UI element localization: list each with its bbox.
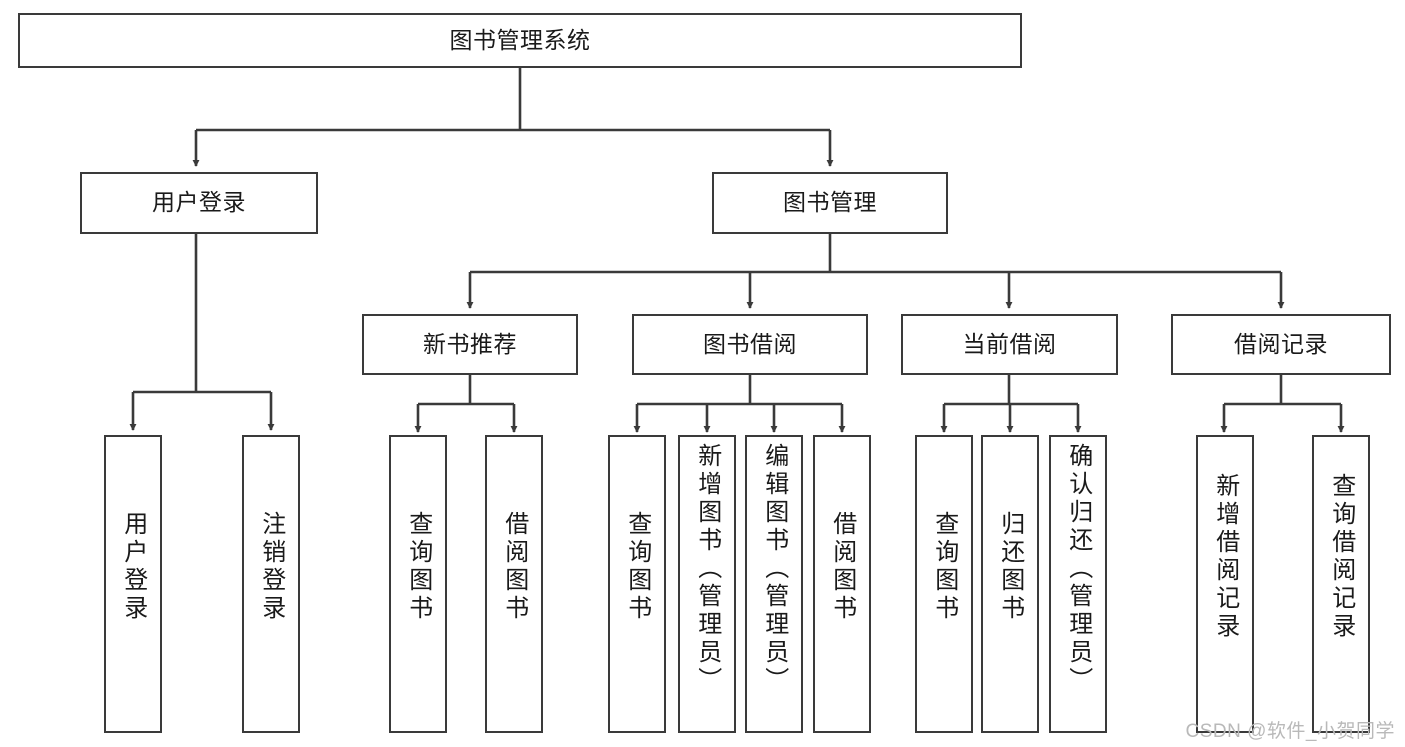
leaf-edit-book-admin[interactable]: 编辑图书（管理员） — [745, 435, 803, 733]
node-label: 图书管理系统 — [449, 26, 591, 53]
node-label: 用户登录 — [152, 189, 246, 216]
leaf-borrow-book-recommendation[interactable]: 借阅图书 — [485, 435, 543, 733]
leaf-add-book-admin[interactable]: 新增图书（管理员） — [678, 435, 736, 733]
node-label: 新增图书（管理员） — [693, 443, 721, 695]
node-label: 查询借阅记录 — [1327, 473, 1355, 641]
node-label: 编辑图书（管理员） — [760, 443, 788, 695]
node-current-borrowing[interactable]: 当前借阅 — [901, 314, 1118, 375]
node-label: 注销登录 — [257, 511, 285, 623]
node-user-login[interactable]: 用户登录 — [80, 172, 318, 234]
node-label: 借阅图书 — [828, 511, 856, 623]
leaf-query-book-recommendation[interactable]: 查询图书 — [389, 435, 447, 733]
leaf-query-book-borrowing[interactable]: 查询图书 — [608, 435, 666, 733]
node-book-management[interactable]: 图书管理 — [712, 172, 948, 234]
leaf-user-login[interactable]: 用户登录 — [104, 435, 162, 733]
node-label: 查询图书 — [623, 511, 651, 623]
node-label: 查询图书 — [930, 511, 958, 623]
leaf-borrow-book-borrowing[interactable]: 借阅图书 — [813, 435, 871, 733]
leaf-logout[interactable]: 注销登录 — [242, 435, 300, 733]
node-book-borrowing[interactable]: 图书借阅 — [632, 314, 868, 375]
node-label: 确认归还（管理员） — [1064, 443, 1092, 695]
node-root-book-management-system[interactable]: 图书管理系统 — [18, 13, 1022, 68]
node-label: 图书管理 — [783, 189, 877, 216]
leaf-query-borrowing-record[interactable]: 查询借阅记录 — [1312, 435, 1370, 733]
leaf-query-book-current[interactable]: 查询图书 — [915, 435, 973, 733]
node-label: 查询图书 — [404, 511, 432, 623]
watermark-text: CSDN @软件_小贺同学 — [1185, 721, 1395, 742]
node-label: 借阅记录 — [1234, 330, 1328, 357]
node-label: 新书推荐 — [423, 330, 517, 357]
node-label: 借阅图书 — [500, 511, 528, 623]
node-label: 归还图书 — [996, 511, 1024, 623]
node-label: 当前借阅 — [962, 330, 1057, 357]
node-label: 用户登录 — [119, 511, 147, 623]
leaf-add-borrowing-record[interactable]: 新增借阅记录 — [1196, 435, 1254, 733]
leaf-return-book[interactable]: 归还图书 — [981, 435, 1039, 733]
node-borrowing-record[interactable]: 借阅记录 — [1171, 314, 1391, 375]
node-new-book-recommendation[interactable]: 新书推荐 — [362, 314, 578, 375]
node-label: 新增借阅记录 — [1211, 473, 1239, 641]
node-label: 图书借阅 — [703, 330, 797, 357]
leaf-confirm-return-admin[interactable]: 确认归还（管理员） — [1049, 435, 1107, 733]
